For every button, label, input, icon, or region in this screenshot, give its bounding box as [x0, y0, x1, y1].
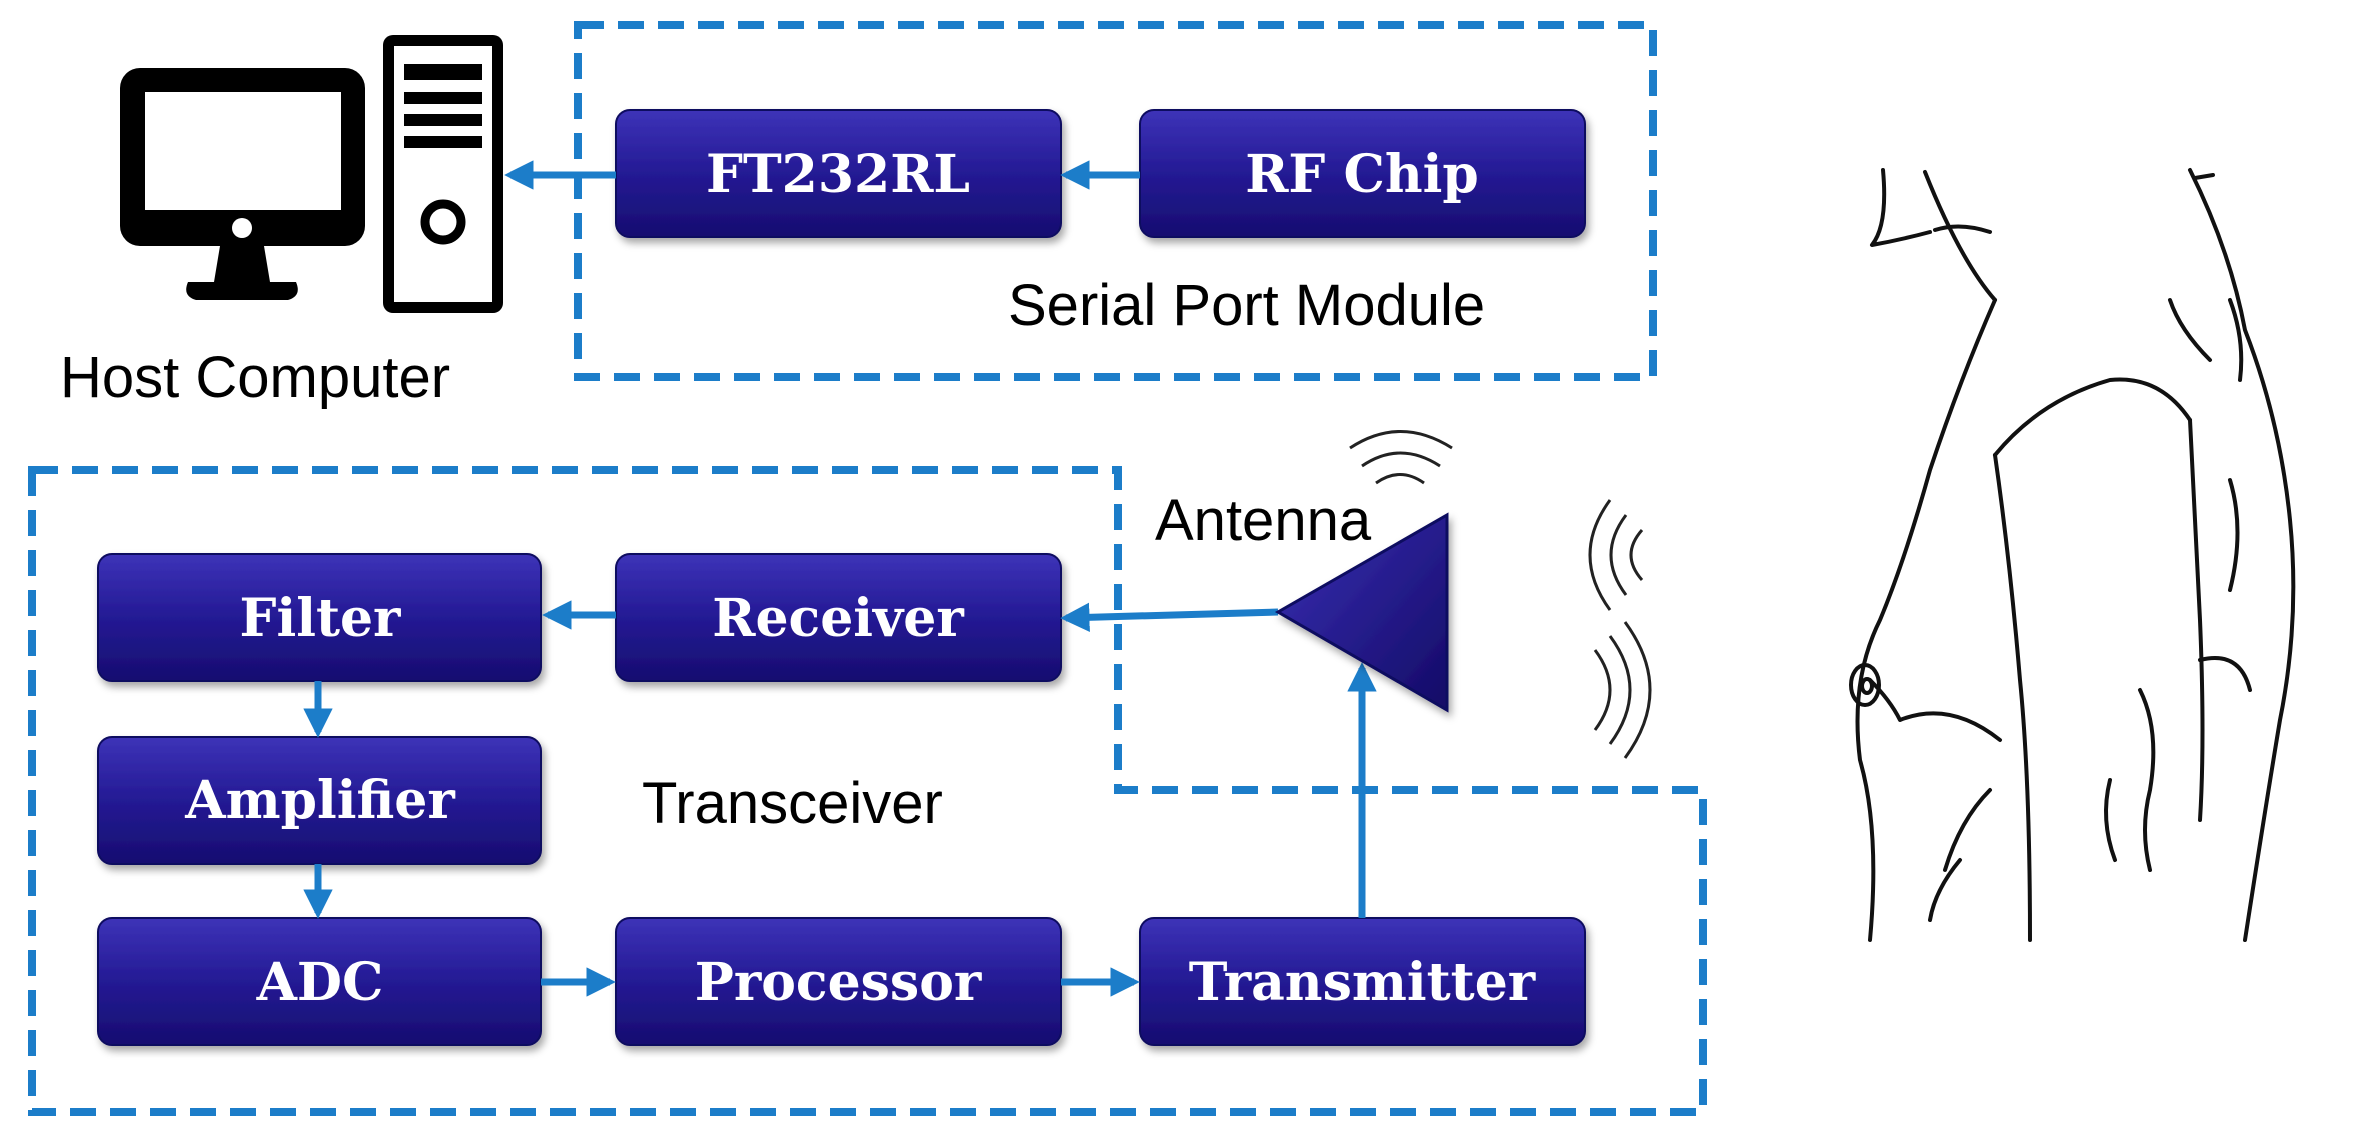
receiver-label: Receiver	[712, 588, 964, 649]
wireless-waves-upper-icon	[1588, 499, 1644, 611]
serial-module-label: Serial Port Module	[1008, 273, 1485, 338]
serial-module-boundary	[574, 21, 1657, 381]
transmitter-label: Transmitter	[1189, 952, 1536, 1013]
host-computer-label: Host Computer	[60, 345, 450, 410]
arrow-antenna-to-receiver	[1060, 602, 1279, 633]
transceiver-boundary	[28, 466, 1707, 1116]
rf-chip-label: RF Chip	[1245, 144, 1479, 205]
ft232rl-label: FT232RL	[706, 144, 970, 205]
filter-label: Filter	[240, 588, 402, 649]
adc-label: ADC	[256, 952, 384, 1013]
antenna-label: Antenna	[1155, 488, 1372, 553]
pc-tower-icon	[383, 35, 503, 313]
monitor-icon	[120, 68, 365, 300]
antenna-signal-icon	[1349, 430, 1453, 485]
antenna-icon	[1274, 512, 1449, 713]
human-torso-illustration	[1849, 168, 2296, 942]
wireless-waves-lower-icon	[1593, 621, 1652, 759]
processor-label: Processor	[695, 952, 982, 1013]
transceiver-label: Transceiver	[642, 771, 943, 836]
amplifier-label: Amplifier	[184, 770, 455, 831]
